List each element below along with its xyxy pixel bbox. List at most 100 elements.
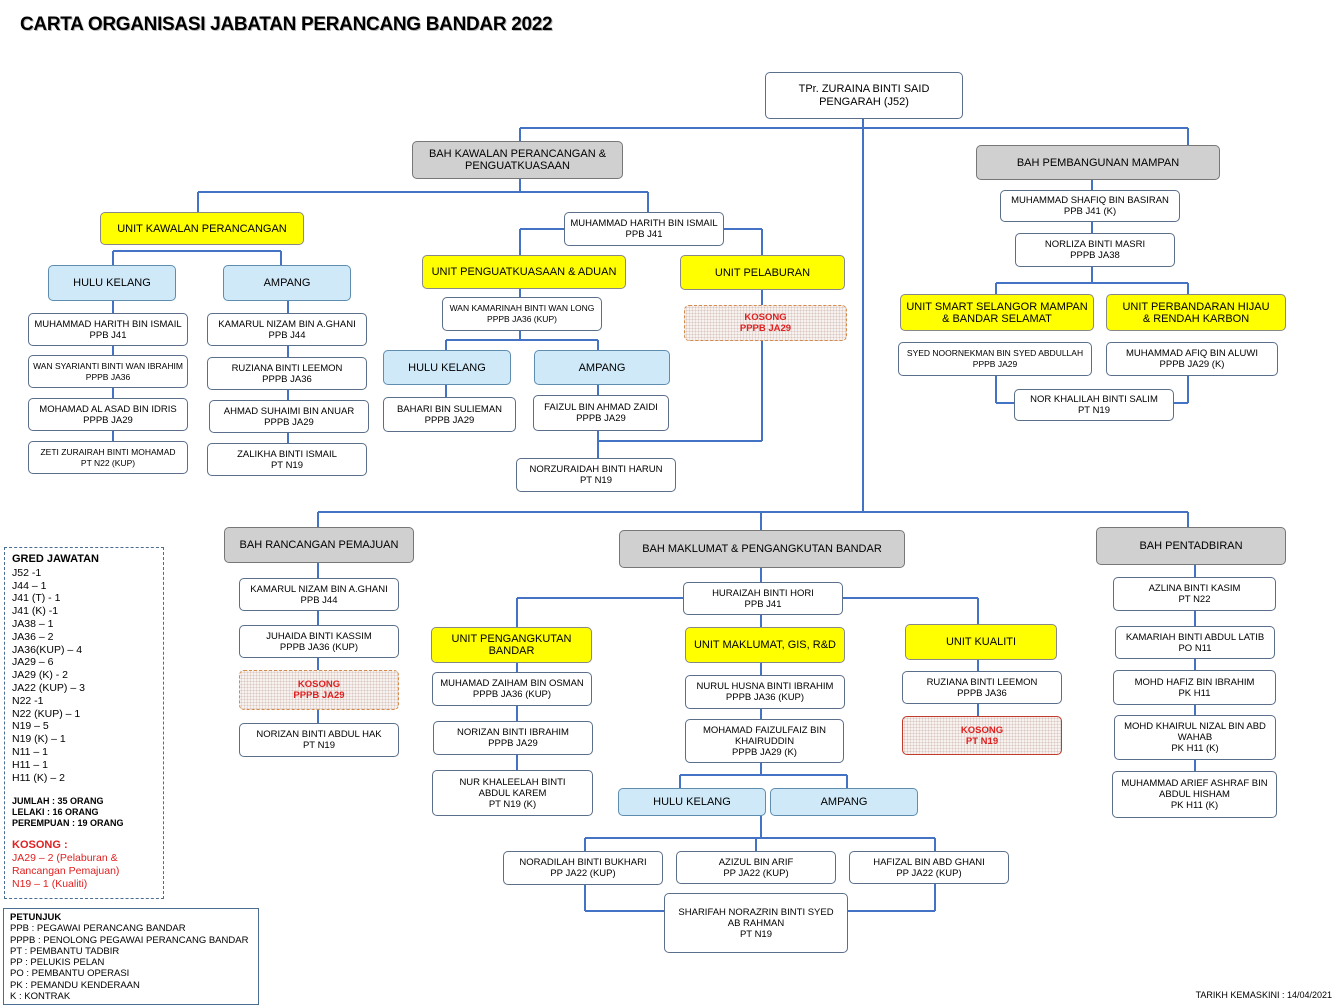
node-line: RUZIANA BINTI LEEMON: [231, 362, 343, 374]
node-line: KAMARUL NIZAM BIN A.GHANI: [250, 583, 388, 595]
node-line: PT N19 (K): [488, 798, 537, 810]
node-line: MOHD KHAIRUL NIZAL BIN ABD: [1124, 721, 1266, 732]
node-line: SHARIFAH NORAZRIN BINTI SYED: [678, 906, 834, 918]
unit-maklumat-gis[interactable]: UNIT MAKLUMAT, GIS, R&D: [685, 627, 845, 663]
unit-kawalan-perancangan[interactable]: UNIT KAWALAN PERANCANGAN: [100, 212, 304, 245]
legend-heading: GRED JAWATAN: [12, 553, 99, 565]
node-line: ABDUL HISHAM: [1159, 789, 1230, 800]
list-item: JA36(KUP) – 4: [12, 643, 83, 656]
node-line: PPPB JA36 (KUP): [725, 692, 805, 703]
node-line: PPPB JA36 (KUP): [472, 689, 552, 700]
unit-pelaburan[interactable]: UNIT PELABURAN: [680, 255, 845, 290]
node-line: NORLIZA BINTI MASRI: [1044, 239, 1146, 250]
maklumat-ampang[interactable]: AMPANG: [770, 788, 918, 816]
chart-title: CARTA ORGANISASI JABATAN PERANCANG BANDA…: [20, 14, 553, 35]
node-line: RUZIANA BINTI LEEMON: [926, 676, 1038, 688]
node-line: MOHAMAD AL ASAD BIN IDRIS: [39, 403, 177, 415]
last-updated: TARIKH KEMASKINI : 14/04/2021: [1195, 990, 1332, 1000]
node-line: & BANDAR SELAMAT: [942, 312, 1052, 325]
maklumat-hulu-kelang[interactable]: HULU KELANG: [618, 788, 766, 816]
node-line: UNIT PERBANDARAN HIJAU: [1122, 300, 1270, 313]
node-line: AZIZUL BIN ARIF: [718, 856, 794, 868]
unit-smart-selangor[interactable]: UNIT SMART SELANGOR MAMPAN& BANDAR SELAM…: [900, 294, 1094, 331]
penguat-ampang[interactable]: AMPANG: [534, 350, 670, 385]
unit-kualiti[interactable]: UNIT KUALITI: [905, 624, 1057, 660]
kawalan-hulu-kelang[interactable]: HULU KELANG: [48, 265, 176, 301]
dept-pembangunan-mampan[interactable]: BAH PEMBANGUNAN MAMPAN: [976, 145, 1220, 180]
node-line: PPPB JA36: [85, 371, 131, 382]
node-line: PPB J44: [300, 594, 338, 606]
penguat-hulu-kelang[interactable]: HULU KELANG: [383, 350, 511, 385]
unit-perbandaran-hijau[interactable]: UNIT PERBANDARAN HIJAU& RENDAH KARBON: [1106, 294, 1286, 331]
node-line: PPB J41: [89, 329, 127, 341]
node-line: KAMARUL NIZAM BIN A.GHANI: [218, 318, 356, 330]
node-line: PPPB JA38: [1070, 250, 1120, 261]
dept-rancangan-pemajuan[interactable]: BAH RANCANGAN PEMAJUAN: [224, 527, 414, 563]
node-line: PENGUATKUASAAN: [465, 160, 570, 172]
node-line: BAH RANCANGAN PEMAJUAN: [239, 539, 399, 551]
dept-pentadbiran[interactable]: BAH PENTADBIRAN: [1096, 527, 1286, 565]
node-line: PPB J41: [744, 598, 782, 610]
node-line: KHAIRUDDIN: [734, 735, 795, 747]
node-line: NUR KHALEELAH BINTI: [459, 776, 566, 788]
unit-penguatkuasaan-aduan[interactable]: UNIT PENGUATKUASAAN & ADUAN: [422, 255, 626, 289]
node-line: PPPB JA29: [293, 690, 345, 701]
dept-kawalan-penguatkuasaan[interactable]: BAH KAWALAN PERANCANGAN &PENGUATKUASAAN: [412, 141, 623, 179]
node-line: MUHAMMAD AFIQ BIN ALUWI: [1126, 348, 1258, 359]
node-line: PPPB JA29: [576, 413, 626, 424]
node-line: NORADILAH BINTI BUKHARI: [519, 857, 647, 868]
node-line: PPPB JA36 (KUP): [279, 641, 359, 653]
list-item: PPB : PEGAWAI PERANCANG BANDAR: [10, 923, 186, 935]
node-line: PPPB JA36 (KUP): [487, 314, 557, 324]
node-line: PT N19: [1077, 405, 1111, 416]
dept-maklumat-pengangkutan[interactable]: BAH MAKLUMAT & PENGANGKUTAN BANDAR: [619, 530, 905, 568]
list-item: PP : PELUKIS PELAN: [10, 957, 105, 969]
kawalan-ampang[interactable]: AMPANG: [223, 265, 351, 301]
node-line: UNIT PELABURAN: [714, 266, 811, 279]
list-item: JA29 – 6: [12, 656, 54, 669]
